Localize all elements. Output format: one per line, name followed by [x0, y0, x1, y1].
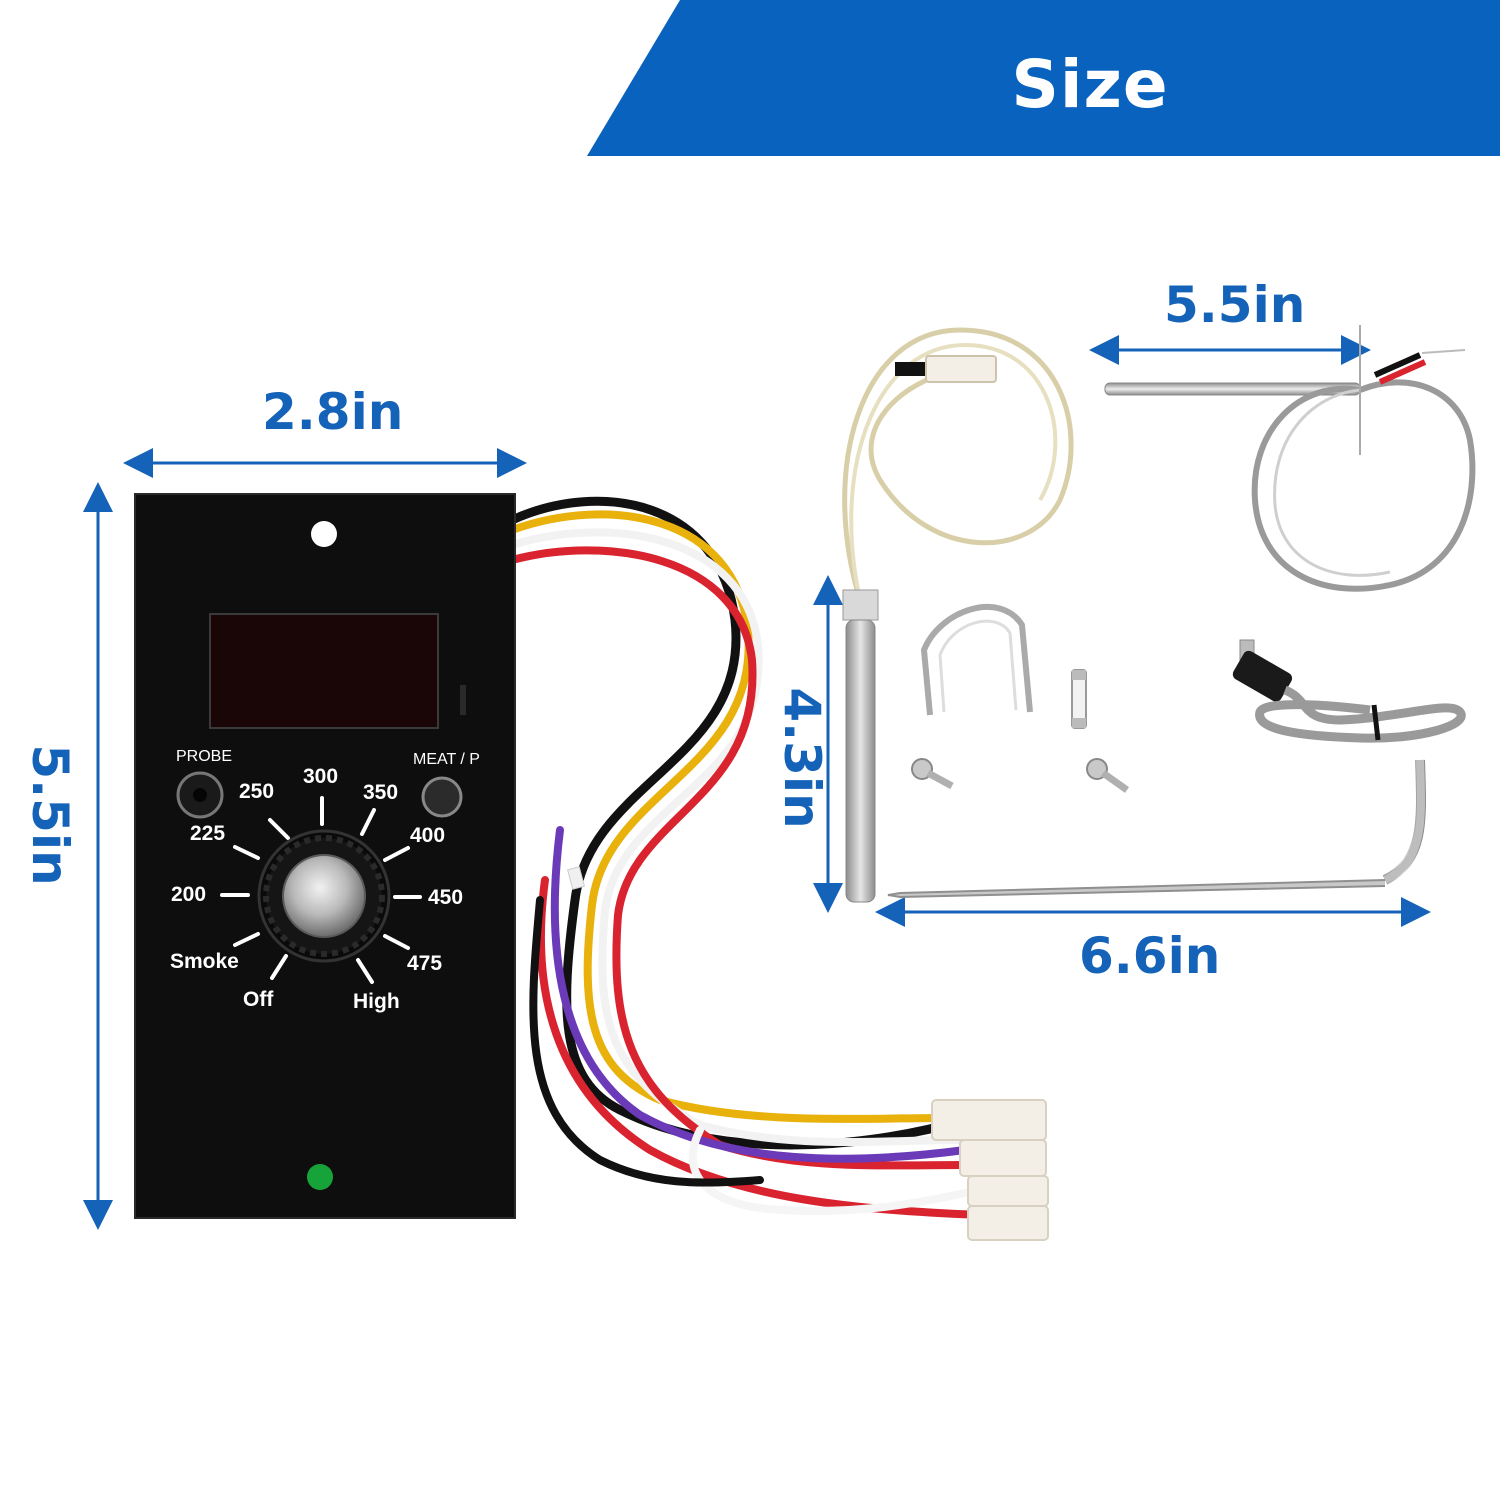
dial-label-300: 300	[303, 765, 339, 788]
thermocouple	[1104, 325, 1476, 592]
meat-probe-label: MEAT / P	[413, 751, 480, 768]
banner-background	[587, 0, 1500, 156]
rtd-probe	[842, 327, 1074, 903]
panel-height-label: 5.5in	[21, 744, 79, 886]
dial-label-200: 200	[171, 883, 207, 906]
dial-label-225: 225	[190, 822, 226, 845]
control-panel	[134, 493, 516, 1219]
dial-label-250: 250	[239, 780, 275, 803]
status-led	[307, 1164, 333, 1190]
wire-connectors	[931, 1099, 1049, 1241]
thermocouple-length-label: 5.5in	[1164, 276, 1306, 334]
dial-label-high: High	[353, 990, 400, 1013]
wire-harness	[507, 496, 984, 1219]
dial-ticks	[220, 796, 422, 984]
panel-width-label: 2.8in	[262, 383, 404, 441]
rtd-probe-length-label: 4.3in	[773, 687, 831, 829]
banner-title: Size	[1011, 46, 1169, 123]
temperature-knob-cap[interactable]	[282, 854, 366, 938]
screws	[911, 758, 1130, 793]
meat-probe-length-label: 6.6in	[1079, 927, 1221, 985]
meat-probe	[887, 639, 1466, 899]
probe-label: PROBE	[176, 748, 233, 765]
dial-label-off: Off	[243, 988, 274, 1011]
dial-label-475: 475	[407, 952, 443, 975]
probe-clip	[921, 604, 1033, 716]
dial-label-450: 450	[428, 886, 464, 909]
display-screen	[209, 613, 439, 729]
meat-probe-button[interactable]	[421, 776, 463, 818]
fuse	[1071, 669, 1087, 729]
mounting-hole	[311, 521, 337, 547]
dial-label-350: 350	[363, 781, 399, 804]
dial-label-400: 400	[410, 824, 446, 847]
dial-label-smoke: Smoke	[170, 950, 239, 973]
